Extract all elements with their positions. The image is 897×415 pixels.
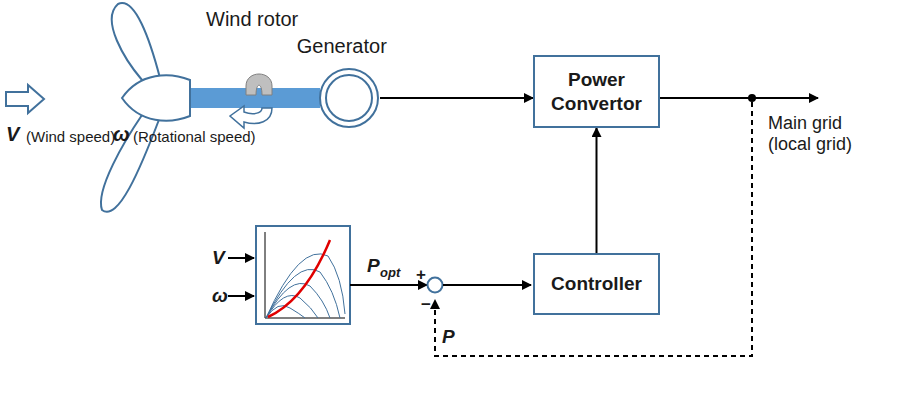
power-curve-chart bbox=[256, 226, 350, 324]
wind-arrow bbox=[6, 85, 44, 113]
signal-subscript: opt bbox=[380, 266, 400, 281]
generator-symbol bbox=[318, 67, 380, 129]
grid-line bbox=[660, 97, 818, 99]
sign: − bbox=[421, 295, 431, 315]
generator: Generator bbox=[318, 67, 380, 129]
node-label: Generator bbox=[297, 35, 387, 58]
signal-name: ω bbox=[113, 123, 130, 146]
sign: + bbox=[416, 265, 426, 285]
note: (Wind speed) bbox=[26, 128, 115, 145]
signal-name: ω bbox=[212, 285, 228, 307]
signal-line bbox=[350, 284, 427, 286]
optimal-curve bbox=[268, 240, 330, 317]
junction-dot bbox=[748, 94, 756, 102]
connector-arrow bbox=[380, 97, 533, 99]
connector-arrow bbox=[596, 128, 598, 253]
box-label: Controller bbox=[551, 272, 642, 296]
rotor-hub bbox=[122, 75, 190, 120]
signal-line bbox=[443, 284, 531, 286]
feedback-line bbox=[435, 102, 752, 356]
rotation-arrow bbox=[246, 74, 272, 95]
rotor-blade bbox=[112, 3, 160, 80]
process-box: Power Convertor bbox=[533, 55, 660, 128]
part-name: Wind rotor bbox=[206, 8, 298, 31]
grid-label: Main grid (local grid) bbox=[768, 113, 878, 154]
signal-name: P bbox=[367, 255, 380, 277]
input-arrow bbox=[228, 295, 254, 297]
chart-axes bbox=[265, 232, 345, 318]
summing-junction bbox=[428, 278, 443, 293]
process-box: Controller bbox=[533, 253, 660, 315]
signal-name: P bbox=[442, 326, 455, 348]
note: (Rotational speed) bbox=[133, 128, 256, 145]
input-arrow bbox=[228, 257, 254, 259]
signal-name: V bbox=[212, 247, 225, 269]
signal-name: V bbox=[6, 123, 19, 146]
box-label: Power Convertor bbox=[543, 68, 650, 116]
rotation-arrow bbox=[230, 106, 272, 128]
